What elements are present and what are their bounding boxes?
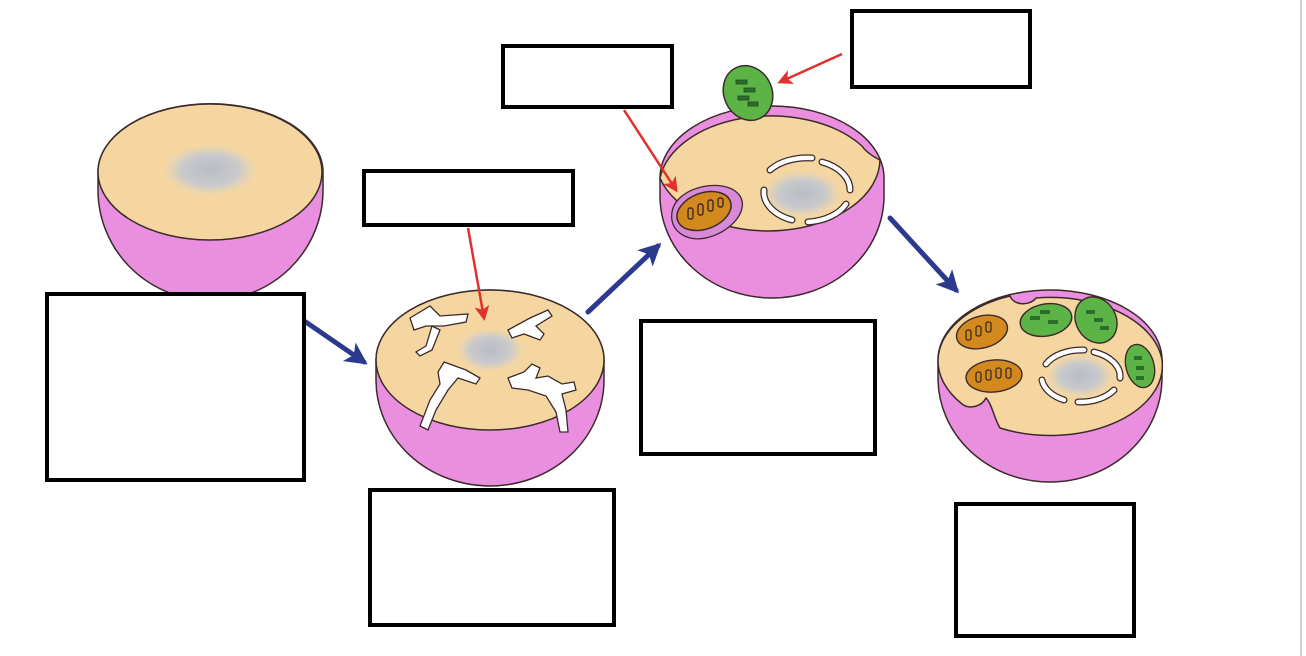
process-arrows — [297, 215, 960, 365]
chloroplast — [1124, 343, 1156, 389]
nucleoid — [162, 144, 258, 196]
eukaryotic-cell-label-box[interactable] — [954, 502, 1136, 638]
stage-three-label-box[interactable] — [639, 319, 877, 456]
process-arrow-3 — [887, 215, 960, 294]
eukaryotic-cell — [937, 289, 1164, 483]
nucleoid — [762, 170, 842, 218]
mitochondrion — [965, 359, 1023, 393]
infolding-cell — [375, 289, 605, 487]
mitochondrion — [676, 190, 732, 232]
nuclear-envelope — [1038, 346, 1124, 406]
infolding-pointer-label-box[interactable] — [362, 169, 575, 227]
engulfed-mitochondrion-label-box[interactable] — [501, 44, 674, 109]
chloroplast — [722, 64, 774, 122]
mitochondrion — [955, 314, 1009, 350]
chloroplast — [1074, 296, 1118, 344]
nucleus — [1046, 354, 1114, 398]
chloroplast-pointer-label-box[interactable] — [850, 9, 1032, 89]
process-arrow-1 — [297, 315, 368, 365]
pointer-arrow-mitochondrion — [622, 109, 678, 193]
page-edge-divider — [1300, 0, 1302, 656]
ancestral-cell-label-box[interactable] — [45, 292, 306, 482]
pointer-arrow-chloroplast — [777, 52, 843, 84]
pointer-arrows — [466, 52, 843, 321]
process-arrow-2 — [585, 242, 662, 315]
nucleoid — [456, 328, 524, 372]
membrane-infolding-label-box[interactable] — [368, 488, 616, 627]
engulfing-cell — [659, 105, 885, 299]
membrane-infoldings — [409, 305, 577, 433]
nuclear-envelope-forming — [760, 154, 854, 226]
chloroplast — [1019, 302, 1073, 338]
ancestral-cell — [97, 102, 324, 302]
pointer-arrow-infolding — [466, 227, 490, 321]
